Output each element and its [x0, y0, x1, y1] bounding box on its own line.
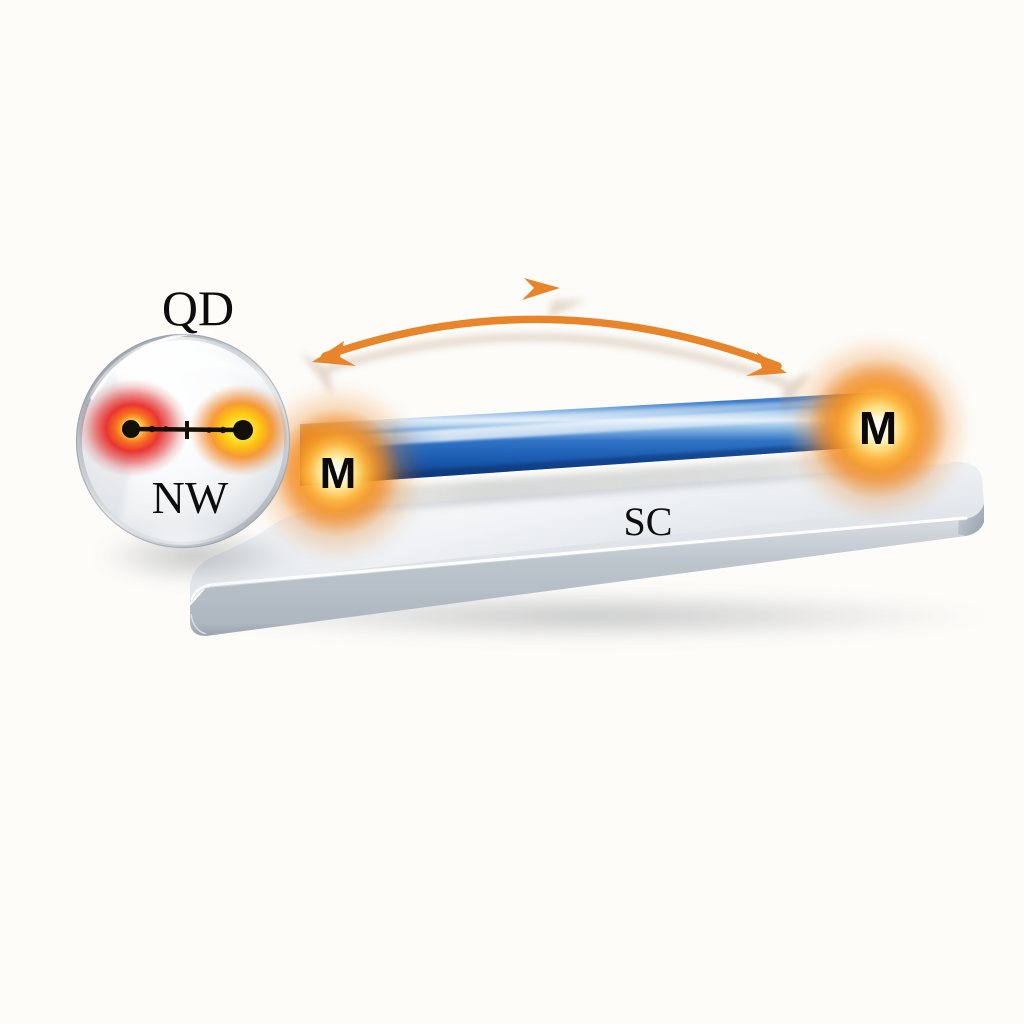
majorana-mode-left: M — [249, 384, 425, 560]
quantum-dot-sphere — [75, 330, 296, 586]
arrow-arc-shaft — [321, 315, 782, 370]
qd-sphere-rim-glint — [90, 330, 214, 400]
orbital-bead — [219, 426, 227, 434]
orbital-bead — [206, 427, 212, 433]
orbital-bead — [163, 426, 169, 432]
orbital-node-left — [122, 420, 140, 438]
orbital-midpoint-tick — [185, 421, 189, 439]
orbital-bead — [148, 425, 156, 433]
arrow-head-right — [746, 352, 787, 376]
superconductor-label: SC — [624, 499, 673, 544]
quantum-dot-label: QD — [162, 280, 234, 336]
slab-corner-glint — [190, 613, 207, 635]
nanowire-end-glow-bleed — [300, 392, 880, 486]
majorana-left-core — [273, 408, 401, 536]
nanowire-rod — [300, 392, 880, 486]
majorana-right-label: M — [859, 402, 897, 454]
slab-front-edge-line — [191, 519, 967, 603]
arrow-head-left — [312, 341, 356, 366]
majorana-mode-right: M — [786, 336, 970, 520]
nanowire-label: NW — [152, 472, 229, 523]
arrow-head-apex — [522, 278, 560, 300]
majorana-left-label: M — [320, 449, 357, 498]
qd-sphere-highlight-arc — [81, 352, 267, 397]
arrow-arc-shadow — [326, 333, 786, 386]
nanowire-cast-shadow — [318, 452, 880, 516]
slab-front-face — [190, 504, 984, 636]
dot-orbital-dumbbell — [79, 379, 287, 477]
arrow-head-left-shadow — [300, 352, 332, 396]
superconductor-slab — [190, 461, 990, 642]
qd-sphere-outline — [75, 333, 291, 549]
arrow-head-right-shadow — [782, 372, 812, 412]
slab-top-sheen — [190, 461, 984, 600]
orbital-node-right — [233, 420, 253, 440]
majorana-right-core — [808, 358, 948, 498]
arrow-shadow-group — [300, 300, 812, 412]
coupling-double-arrow — [300, 278, 812, 412]
arrow-head-apex-shadow — [548, 300, 586, 318]
